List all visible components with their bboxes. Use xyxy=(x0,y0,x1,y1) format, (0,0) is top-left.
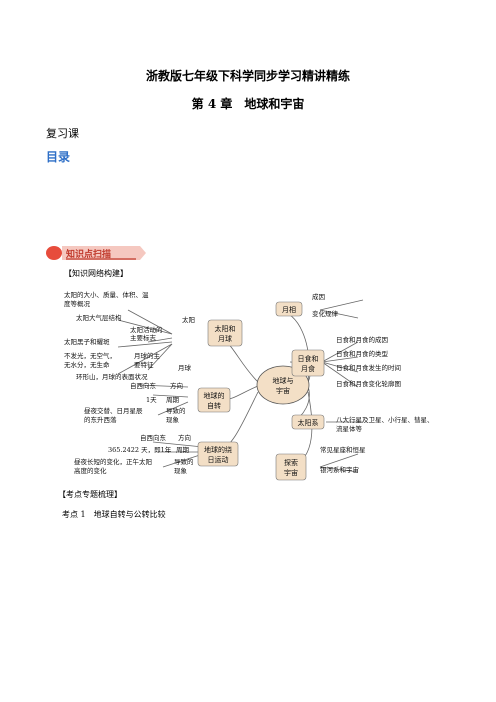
sun-moon-line-1: 太阳和 xyxy=(215,324,236,333)
moon-features-line-1: 月球的主 xyxy=(134,351,161,360)
moon-surface: 环形山，月球的表面状况 xyxy=(76,372,148,381)
knowledge-mindmap: 地球与 宇宙 太阳和 月球 地球的 自转 地球的绕 日运动 月相 日食和 月食 … xyxy=(64,290,434,481)
revolution-line-2: 日运动 xyxy=(208,455,229,464)
solar-system-leaf-line-2: 流星体等 xyxy=(336,424,363,433)
sun-activity-line-2: 主要标志 xyxy=(130,333,157,342)
section-network-heading: 【知识网络构建】 xyxy=(64,269,128,278)
sun-moon-line-2: 月球 xyxy=(218,334,232,343)
revolution-phenomena-line-1: 昼夜长短的变化，正午太阳 xyxy=(74,457,152,466)
rotation-phenomena-label-1: 导致的 xyxy=(166,406,186,415)
chapter-title: 第 4 章 地球和宇宙 xyxy=(191,97,305,111)
revolution-direction-value: 自西向东 xyxy=(140,433,167,442)
explore-leaf-milky-way: 银河系和宇宙 xyxy=(320,465,359,474)
explore-line-1: 探索 xyxy=(284,458,298,467)
moon-phases-label: 月相 xyxy=(282,305,296,314)
rotation-period-value: 1天 xyxy=(146,396,157,404)
moon-facts-line-2: 无水分，无生命 xyxy=(64,360,110,369)
solar-system-leaf-line-1: 八大行星及卫星、小行星、彗星、 xyxy=(336,415,434,424)
review-label: 复习课 xyxy=(46,127,79,140)
branch-sun-moon xyxy=(207,319,243,347)
rotation-direction-value: 自西向东 xyxy=(130,381,157,390)
branch-solar-system xyxy=(291,414,325,430)
moon-phase-pattern: 变化规律 xyxy=(312,309,339,318)
eclipse-leaf-2: 日食和月食的类型 xyxy=(336,349,389,358)
section-topics-heading: 【考点专题梳理】 xyxy=(58,490,122,499)
branch-moon-phases xyxy=(275,301,303,317)
moon-label: 月球 xyxy=(178,363,192,372)
topic-point-1: 考点 1 地球自转与公转比较 xyxy=(62,510,166,519)
branch-explore xyxy=(275,453,307,481)
knowledge-scan-badge: 知识点扫描 xyxy=(44,244,148,262)
rotation-line-1: 地球的 xyxy=(204,391,225,400)
revolution-phenomena-line-2: 高度的变化 xyxy=(74,466,107,475)
moon-phase-cause: 成因 xyxy=(312,292,325,301)
branch-rotation xyxy=(197,387,231,413)
rotation-line-2: 自转 xyxy=(207,401,221,410)
eclipse-leaf-4: 日食和月食变化轮廓图 xyxy=(336,379,401,388)
revolution-direction-label: 方向 xyxy=(178,433,191,442)
sun-size-line-2: 度等概况 xyxy=(64,299,91,308)
moon-features-line-2: 要特征 xyxy=(134,360,154,369)
sun-activity-line-1: 太阳活动的 xyxy=(130,325,163,334)
branch-eclipse xyxy=(291,349,325,377)
badge-label: 知识点扫描 xyxy=(66,250,112,260)
moon-facts-line-1: 不发光，无空气， xyxy=(64,351,116,360)
revolution-line-1: 地球的绕 xyxy=(204,445,232,454)
rotation-phenomena-line-1: 昼夜交替、日月星辰 xyxy=(84,406,143,415)
sun-size-line-1: 太阳的大小、质量、体积、温 xyxy=(64,290,149,299)
solar-system-label: 太阳系 xyxy=(298,418,319,427)
eclipse-line-1: 日食和 xyxy=(298,354,319,363)
center-line-1: 地球与 xyxy=(273,376,294,385)
rotation-direction-label: 方向 xyxy=(170,381,183,390)
document-title: 浙教版七年级下科学同步学习精讲精练 xyxy=(145,69,350,83)
revolution-period-value: 365.2422 天，即1年 xyxy=(108,445,172,454)
sun-label: 太阳 xyxy=(182,315,195,324)
rotation-phenomena-label-2: 现象 xyxy=(166,415,180,424)
eclipse-leaf-3: 日食和月食发生的时间 xyxy=(336,363,401,372)
sunspot-flare: 太阳黑子和耀斑 xyxy=(64,337,110,346)
explore-line-2: 宇宙 xyxy=(284,468,298,477)
toc-heading[interactable]: 目录 xyxy=(46,150,71,164)
eclipse-line-2: 月食 xyxy=(301,364,315,373)
explore-leaf-constellations: 常见星座和恒星 xyxy=(320,445,366,454)
revolution-phenomena-label-1: 导致的 xyxy=(174,457,194,466)
revolution-period-label: 周期 xyxy=(176,446,190,454)
rotation-phenomena-line-2: 的东升西落 xyxy=(84,415,117,424)
eclipse-leaf-1: 日食和月食的成因 xyxy=(336,335,388,344)
center-line-2: 宇宙 xyxy=(276,386,290,395)
sun-atmosphere: 太阳大气层结构 xyxy=(76,313,122,322)
badge-background-icon xyxy=(46,246,146,260)
branch-revolution xyxy=(197,441,239,467)
revolution-phenomena-label-2: 现象 xyxy=(174,466,188,475)
rotation-period-label: 周期 xyxy=(166,396,180,404)
